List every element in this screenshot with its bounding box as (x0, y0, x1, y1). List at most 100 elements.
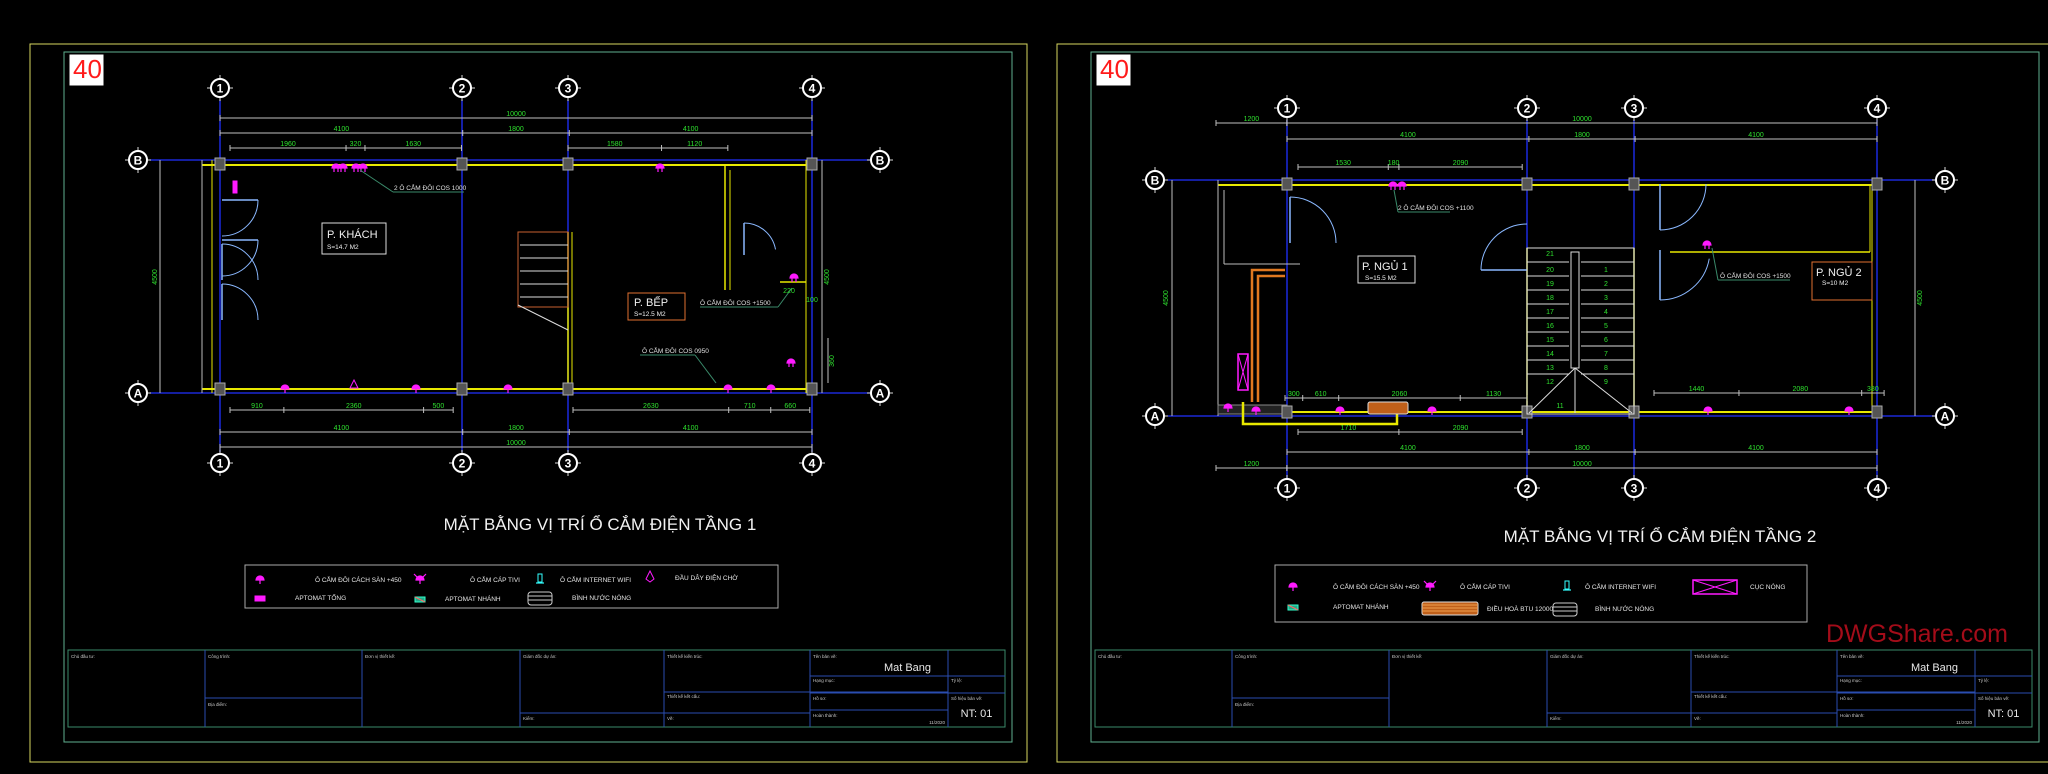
grid-bubble: 2 (449, 75, 475, 101)
legend-label: Ô CẮM CÁP TIVI (470, 575, 520, 584)
legend-label: ĐIỀU HOÀ BTU 12000 (1487, 603, 1553, 613)
legend-item: APTOMAT NHÁNH (1287, 602, 1389, 611)
dimension-value: 300 (1288, 391, 1300, 398)
x (1237, 353, 1249, 391)
grid-label: 2 (1524, 482, 1531, 496)
stair-number: 4 (1604, 309, 1608, 316)
watermark-logo: DWGShare.com (1826, 620, 2008, 648)
title-block: Chủ đầu tư:Công trình:Địa điểm:Đơn vị th… (67, 649, 1006, 728)
tv-socket-icon (1423, 580, 1437, 591)
socket-shape (655, 163, 665, 172)
column (1521, 177, 1533, 191)
wire-shape (645, 569, 655, 583)
stair-number: 20 (1546, 267, 1554, 274)
stair-number: 8 (1604, 365, 1608, 372)
column (1281, 405, 1293, 419)
stair-number: 5 (1604, 323, 1608, 330)
grid-bubble: 2 (1514, 475, 1540, 501)
legend-item: Ô CẮM ĐÔI CÁCH SÀN +450 (255, 575, 402, 584)
bubble-circle (1517, 478, 1537, 498)
socket-icon (1335, 406, 1345, 415)
socket-shape (786, 358, 796, 367)
column (214, 157, 226, 171)
dimension-value: 10000 (506, 440, 526, 447)
socket-icon (655, 163, 665, 172)
socket-shape (766, 384, 776, 393)
socket-shape (1388, 181, 1398, 190)
socket-shape (411, 384, 421, 393)
annotation: Ô CẮM ĐÔI COS 0950 (642, 346, 709, 355)
stair-line (517, 304, 569, 331)
grid-bubble: 1 (1274, 95, 1300, 121)
grid-bubble: 1 (1274, 475, 1300, 501)
stair-number: 15 (1546, 337, 1554, 344)
socket-shape (1427, 406, 1437, 415)
column (456, 157, 468, 171)
sheet-number: 40 (73, 54, 102, 84)
main-breaker-icon (254, 595, 266, 602)
annotation: Ô CẮM ĐÔI COS +1500 (1720, 271, 1791, 280)
bubble-circle (1935, 406, 1955, 426)
column (1628, 177, 1640, 191)
legend-label: CỤC NÓNG (1750, 582, 1785, 591)
title-block-label: Đơn vị thiết kế: (1392, 654, 1422, 659)
dimension-value: 4500 (1917, 290, 1924, 306)
socket-icon (789, 273, 799, 282)
drawing-name: Mat Bang (1911, 662, 1958, 674)
socket-icon (1427, 406, 1437, 415)
dimension-value: 1130 (1486, 391, 1501, 398)
grid-bubble: 3 (555, 450, 581, 476)
title-block-label: Vẽ: (1694, 716, 1701, 721)
title-block-label: Số hiệu bản vẽ: (1978, 696, 2009, 701)
title-block-label: Hoàn thành: (1840, 713, 1865, 718)
socket-icon (411, 384, 421, 393)
outdoor-unit-icon (1692, 579, 1738, 595)
dimension-value: 1580 (607, 141, 623, 148)
grid-bubble: A (867, 380, 893, 406)
socket-icon (1223, 403, 1233, 412)
dimension-value: 4500 (152, 269, 159, 285)
dimension-value: 1800 (1574, 132, 1590, 139)
grid-bubble: 3 (1621, 475, 1647, 501)
grid-label: A (1151, 410, 1160, 424)
socket-shape (331, 163, 341, 172)
room-label-box (1811, 261, 1873, 301)
completion-date: 11/2020 (1956, 720, 1972, 725)
title-block-label: Giám đốc dự án: (523, 654, 557, 659)
door-swing (221, 283, 259, 321)
socket-icon (503, 384, 513, 393)
door (1289, 196, 1337, 244)
title-block-label: Đơn vị thiết kế: (365, 654, 395, 659)
socket-shape (1425, 582, 1435, 591)
grid-bubble: 2 (1514, 95, 1540, 121)
socket-shape (1397, 181, 1407, 190)
title-block-label: Hạng mục: (1840, 678, 1862, 683)
dimension-value: 1200 (1244, 461, 1260, 468)
socket-shape (280, 384, 290, 393)
internet-shape (537, 573, 543, 583)
double-socket-icon (255, 575, 265, 584)
socket-shape (1703, 406, 1713, 415)
title-block-label: Tỷ lệ: (1978, 677, 1989, 683)
legend-item: APTOMAT TỔNG (254, 593, 346, 602)
grid-bubble: 4 (1864, 95, 1890, 121)
door-swing (743, 222, 777, 250)
bubble-circle (870, 383, 890, 403)
dimension-value: 1800 (508, 126, 524, 133)
title-block-label: Thiết kế kiến trúc: (667, 654, 703, 659)
socket-shape (1702, 240, 1712, 249)
room-label-box (1357, 255, 1416, 284)
legend-item: Ô CẮM INTERNET WIFI (1563, 580, 1656, 591)
socket-icon (1251, 406, 1261, 415)
bubble-circle (870, 150, 890, 170)
double-socket-icon (1288, 582, 1298, 591)
dimension-value: 910 (251, 403, 263, 410)
title-block-label: Vẽ: (667, 716, 674, 721)
stair-number: 17 (1546, 309, 1554, 316)
x (1692, 579, 1738, 595)
bubble-circle (452, 78, 472, 98)
door (221, 243, 259, 281)
